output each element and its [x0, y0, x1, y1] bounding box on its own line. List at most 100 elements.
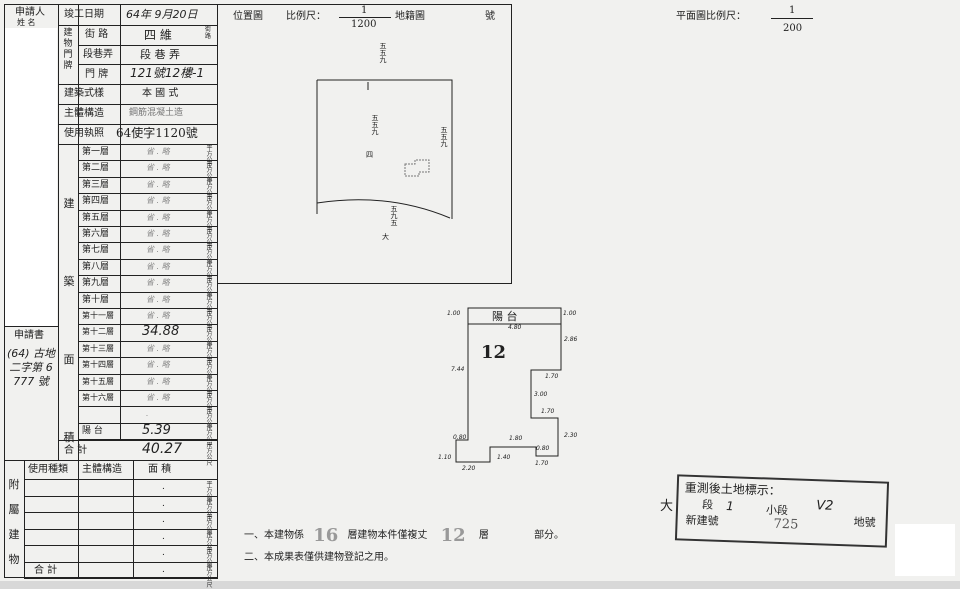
- floor-area-value: 省 . 略: [146, 360, 170, 369]
- dim-9: 0.80: [453, 434, 467, 441]
- floor-name: 第十層: [82, 295, 110, 305]
- redacted-applicant: [5, 28, 57, 326]
- dim-10: 1.80: [509, 435, 523, 442]
- stamp-section-value: 1: [725, 499, 735, 514]
- stamp-subsection-value: V2: [815, 498, 834, 514]
- road-label-1: 四: [366, 151, 373, 159]
- floor-area-label: 建 築 面 積: [63, 197, 75, 444]
- number-value: 121號12樓-1: [130, 66, 205, 80]
- floor-area-value: 省 . 略: [146, 295, 170, 304]
- parcel-label-1: 五五九: [379, 42, 387, 64]
- lane-value: 段 巷 弄: [140, 48, 180, 61]
- left-form: [4, 4, 218, 578]
- completion-date-label: 竣工日期: [64, 9, 104, 20]
- annex-row-divider: [24, 578, 218, 579]
- note-1-floor: 12: [440, 525, 466, 546]
- floor-name: 第二層: [82, 163, 110, 173]
- floor-area-unit: 平方公尺: [206, 325, 213, 350]
- parcel-label-4: 五九五: [390, 205, 398, 227]
- floor-row-divider: [78, 423, 218, 424]
- location-scale-label: 比例尺：: [286, 11, 326, 22]
- floor-name: 陽 台: [82, 426, 103, 436]
- floor-name: 第五層: [82, 213, 110, 223]
- floor-area-unit: 平方公尺: [206, 161, 213, 186]
- floor-row-divider: [78, 324, 218, 325]
- building-address-label: 建物門牌: [63, 28, 73, 71]
- annex-area-value: .: [162, 499, 165, 509]
- applicant-label: 申請人: [15, 7, 45, 18]
- floor-area-unit: 平方公尺: [206, 243, 213, 268]
- floor-name: 第三層: [82, 180, 110, 190]
- floor-area-unit: 平方公尺: [206, 358, 213, 383]
- annex-area-value: .: [162, 532, 165, 542]
- street-label: 街 路: [85, 29, 109, 40]
- annex-row-divider: [24, 496, 218, 497]
- floor-area-value: .: [146, 409, 149, 418]
- parcel-label-2: 五五九: [371, 114, 379, 136]
- lane-label: 段巷弄: [83, 49, 113, 60]
- floor-area-unit: 平方公尺: [206, 375, 213, 400]
- floor-plan-scale-label: 平面圖比例尺：: [676, 11, 746, 22]
- floor-area-value: 34.88: [142, 324, 180, 339]
- floor-name: 第六層: [82, 229, 110, 239]
- stamp-prefix: 大: [660, 499, 674, 514]
- floor-area-unit: 平方公尺: [206, 342, 213, 367]
- location-scale-numerator: 1: [361, 5, 368, 16]
- floor-row-divider: [78, 357, 218, 358]
- floor-area-value: 省 . 略: [146, 262, 170, 271]
- dim-16: 1.70: [535, 460, 549, 467]
- parcel-label-3: 五五九: [440, 126, 448, 148]
- dim-13: 1.10: [438, 454, 452, 461]
- annex-header-structure: 主體構造: [82, 464, 122, 475]
- floor-area-unit: 平方公尺: [206, 391, 213, 416]
- street-value: 四 維: [144, 28, 172, 42]
- dim-15: 1.40: [497, 454, 511, 461]
- floor-area-value: 省 . 略: [146, 180, 170, 189]
- floor-row-divider: [78, 390, 218, 391]
- floor-name: 第一層: [82, 147, 110, 157]
- floor-area-unit: 平方公尺: [206, 309, 213, 334]
- floor-row-divider: [78, 439, 218, 440]
- number-label: 門 牌: [85, 69, 109, 80]
- road-edge: [316, 199, 451, 219]
- dim-7: 3.00: [534, 391, 548, 398]
- floor-row-divider: [78, 341, 218, 342]
- floor-area-unit: 平方公尺: [206, 211, 213, 236]
- floor-row-divider: [78, 177, 218, 178]
- stamp-new-building-value: 725: [773, 516, 799, 533]
- floor-area-value: 省 . 略: [146, 213, 170, 222]
- floor-area-value: 省 . 略: [146, 147, 170, 156]
- annex-row-divider: [24, 545, 218, 546]
- dim-11: 0.80: [536, 445, 550, 452]
- floor-area-unit: 平方公尺: [206, 145, 213, 170]
- dim-8: 1.70: [541, 408, 555, 415]
- floor-row-divider: [78, 275, 218, 276]
- annex-area-unit: 平方公尺: [206, 531, 213, 556]
- annex-total-label: 合 計: [34, 565, 58, 576]
- note-1-mid: 層建物本件僅複丈: [347, 530, 428, 541]
- dim-4: 2.86: [564, 336, 578, 343]
- annex-area-unit: 平方公尺: [206, 564, 213, 589]
- cadastral-label: 地籍圖: [395, 11, 425, 22]
- floor-name: 第十二層: [82, 327, 114, 336]
- structure-value: 鋼筋混凝土造: [129, 108, 184, 118]
- note-1-floors: 16: [313, 525, 339, 546]
- license-value: 64使字1120號: [116, 126, 198, 140]
- balcony-label: 陽 台: [492, 310, 518, 323]
- dim-2: 4.80: [508, 324, 522, 331]
- stamp-subsection-label: 小段: [765, 503, 789, 518]
- dim-6: 1.70: [545, 373, 559, 380]
- floor-name: 第十一層: [82, 311, 114, 320]
- floor-area-unit: 平方公尺: [206, 276, 213, 301]
- floor-area-value: 省 . 略: [146, 377, 170, 386]
- floor-row-divider: [78, 374, 218, 375]
- location-scale-denominator: 1200: [351, 19, 377, 30]
- annex-header-use: 使用種類: [28, 464, 68, 475]
- dim-1: 1.00: [447, 310, 461, 317]
- floor-row-divider: [78, 226, 218, 227]
- floor-area-value: 省 . 略: [146, 393, 170, 402]
- floor-name: 第十三層: [82, 344, 114, 353]
- floor-plan-scale-denominator: 200: [783, 23, 803, 34]
- road-label-2: 大: [382, 233, 389, 241]
- location-map-drawing: [316, 79, 453, 219]
